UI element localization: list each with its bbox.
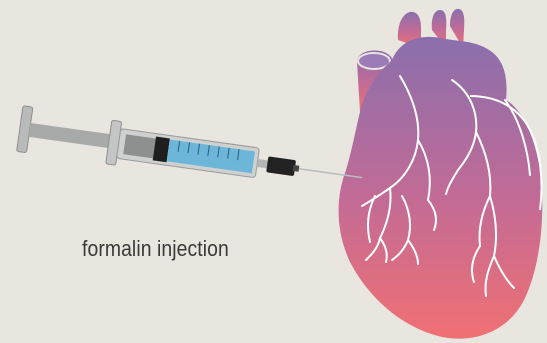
anatomical-heart-icon: [339, 9, 543, 339]
syringe-icon: [17, 106, 366, 200]
plunger-rod: [29, 123, 120, 149]
caption-label: formalin injection: [82, 236, 229, 262]
needle-hub: [266, 156, 296, 176]
